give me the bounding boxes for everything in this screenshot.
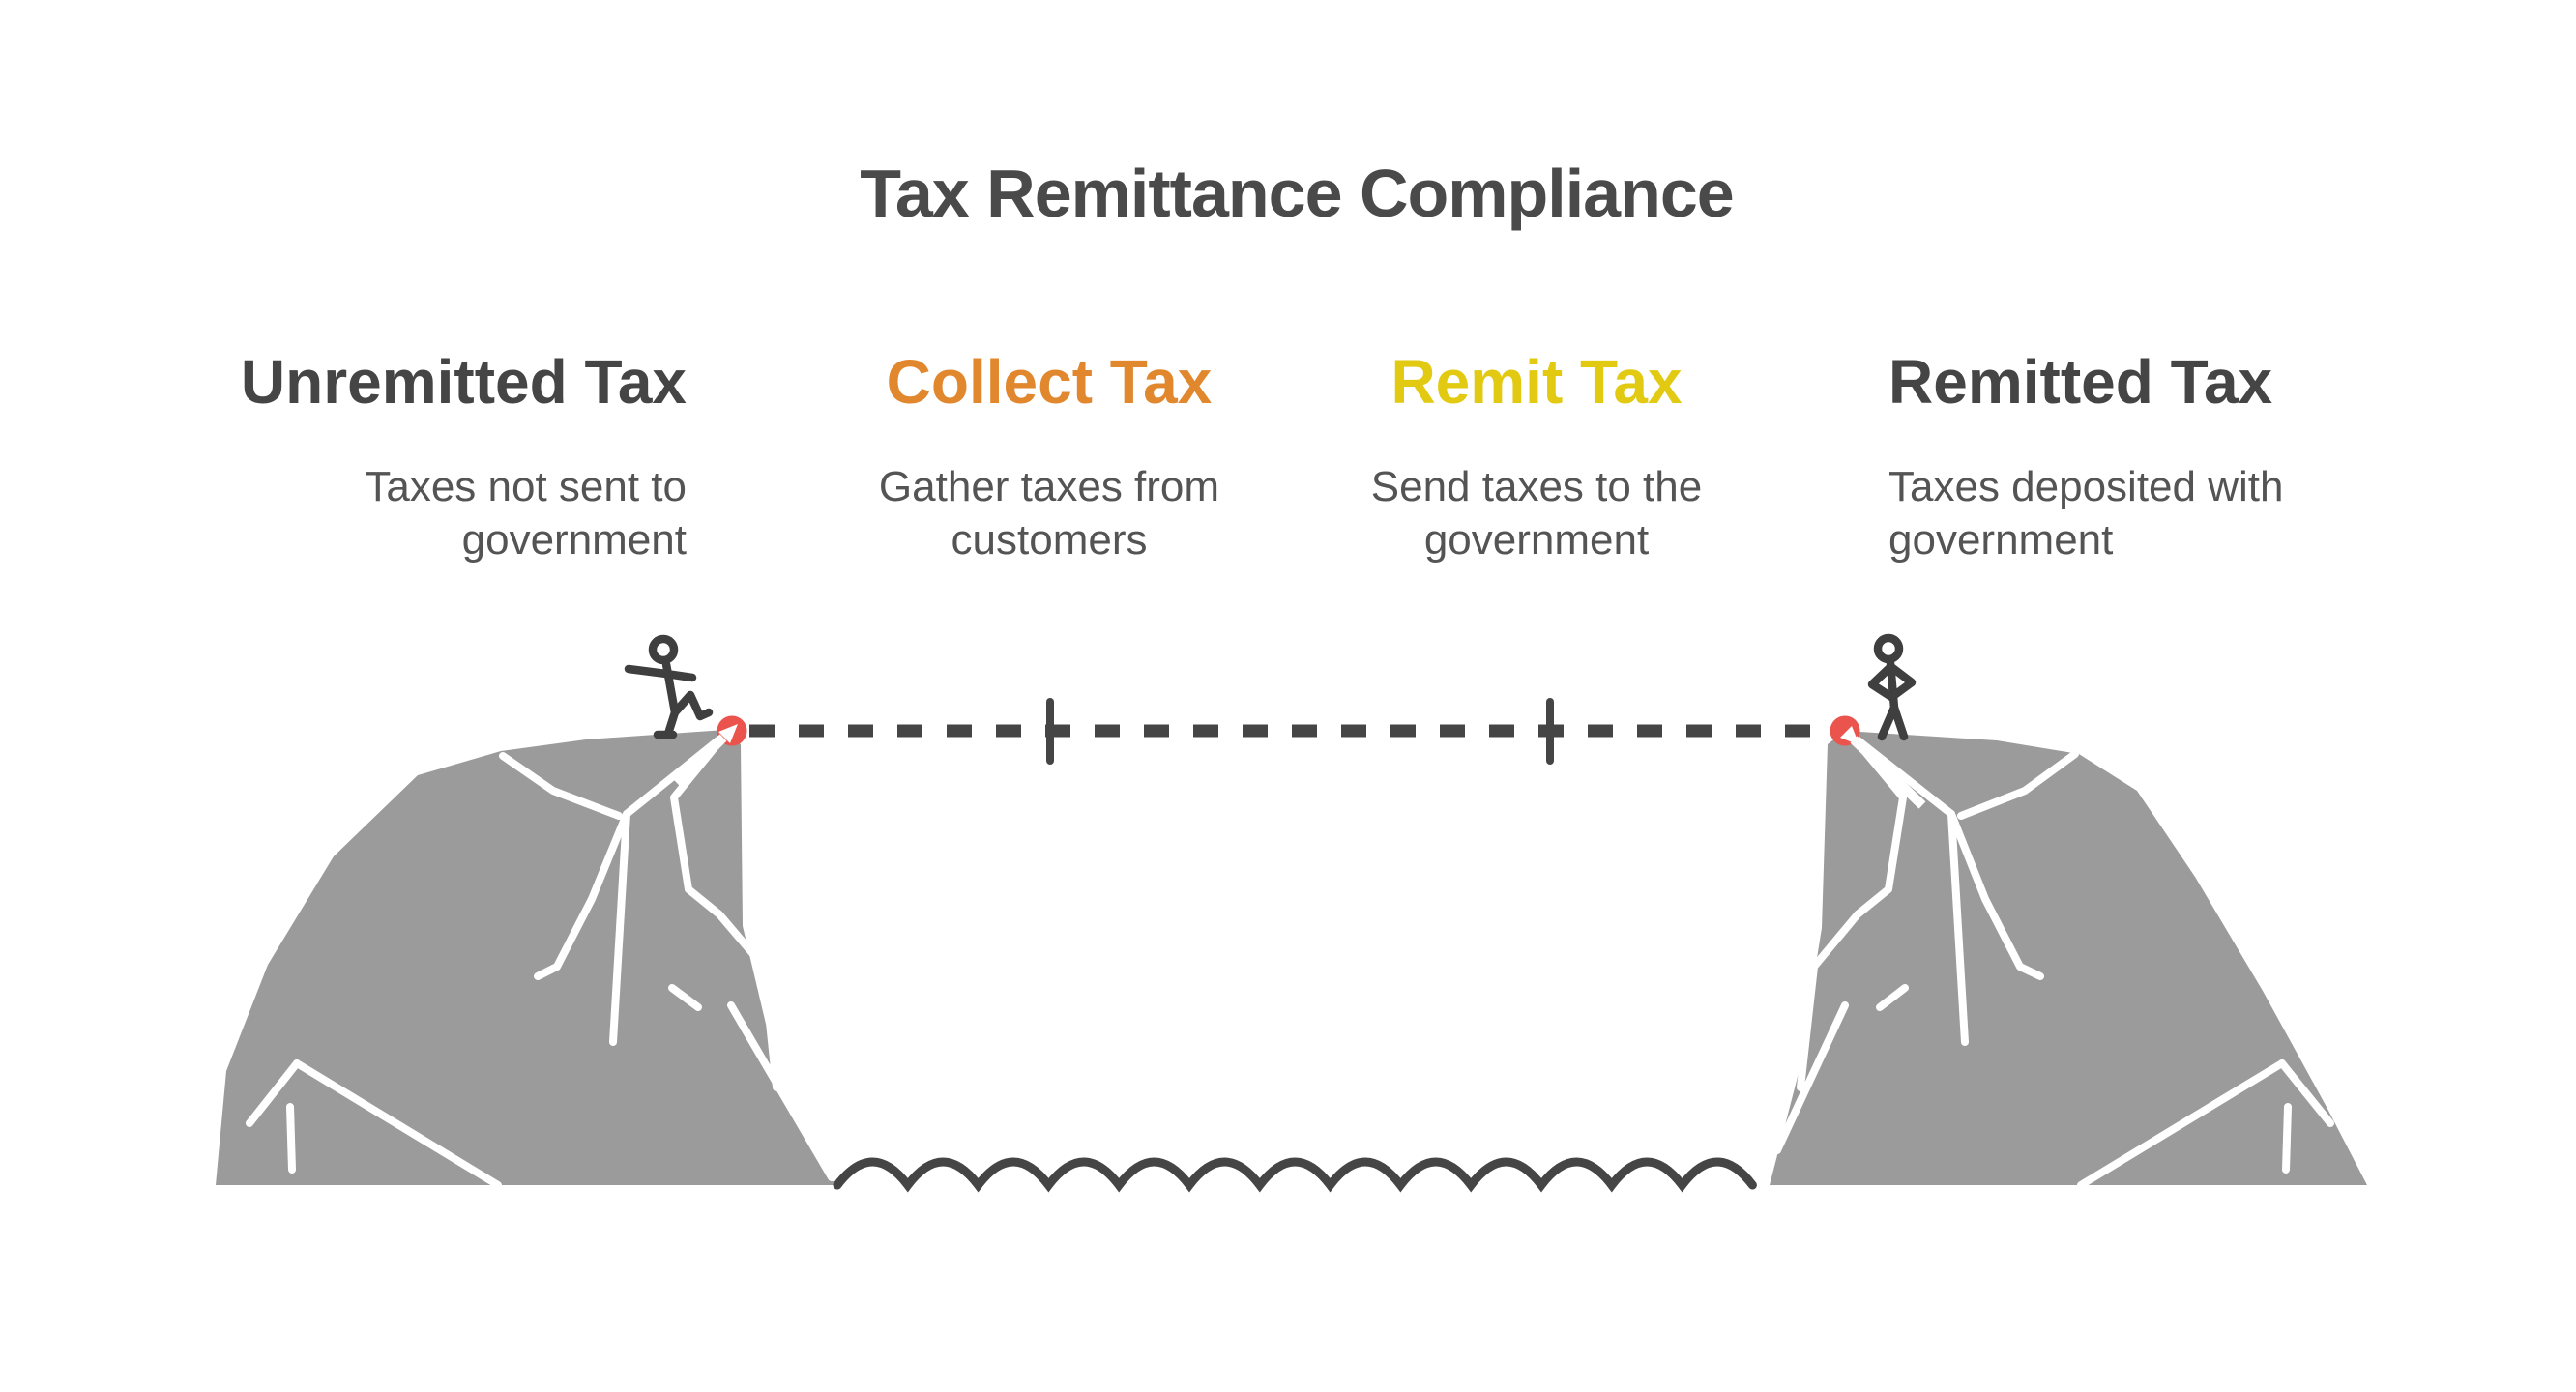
stage-label-unremitted-tax: Unremitted Tax: [240, 347, 687, 417]
walking-figure-arms: [624, 664, 697, 682]
stage-desc-remit-tax: Send taxes to the government: [1370, 463, 1703, 565]
tightrope: [749, 698, 1828, 765]
walking-figure-standing-leg: [653, 708, 680, 740]
arrow-up-right-icon: [718, 724, 738, 743]
stage-label-collect-tax: Collect Tax: [886, 347, 1213, 417]
stage-desc-remitted-tax: Taxes deposited with government: [1888, 463, 2284, 565]
walking-figure-head: [648, 634, 679, 665]
standing-figure-head: [1873, 633, 1904, 664]
standing-figure-right-arm: [1887, 662, 1917, 701]
right-anchor-arrow-tail: [1850, 736, 1926, 809]
standing-figure-legs: [1877, 703, 1909, 741]
right-cliff-crack-lines: [1773, 731, 2334, 1189]
right-cliff: [1770, 731, 2367, 1189]
left-cliff-body: [216, 730, 835, 1185]
water-wave-line: [833, 1157, 1757, 1193]
stage-desc-unremitted-tax: Taxes not sent to government: [365, 463, 687, 565]
walking-figure-raised-leg: [670, 690, 714, 721]
left-cliff-crack-lines: [246, 731, 835, 1189]
walking-stick-figure: [624, 634, 714, 740]
stage-label-remitted-tax: Remitted Tax: [1888, 347, 2273, 417]
page-title: Tax Remittance Compliance: [860, 156, 1734, 231]
left-anchor-arrow-tail: [673, 734, 727, 787]
stage-remitted-tax: Remitted Tax Taxes deposited with govern…: [1888, 348, 2283, 566]
stage-label-remit-tax: Remit Tax: [1390, 347, 1683, 417]
right-anchor: [1830, 715, 1926, 809]
stage-desc-collect-tax: Gather taxes from customers: [878, 463, 1220, 565]
left-cliff: [216, 730, 835, 1189]
right-cliff-body: [1770, 731, 2367, 1185]
stage-collect-tax: Collect Tax Gather taxes from customers: [879, 348, 1219, 566]
arrow-down-right-icon: [1840, 726, 1859, 745]
stage-remit-tax: Remit Tax Send taxes to the government: [1371, 348, 1702, 566]
standing-figure-left-arm: [1867, 662, 1896, 702]
standing-stick-figure: [1867, 633, 1917, 741]
stage-unremitted-tax: Unremitted Tax Taxes not sent to governm…: [241, 348, 687, 566]
left-anchor: [673, 715, 747, 787]
